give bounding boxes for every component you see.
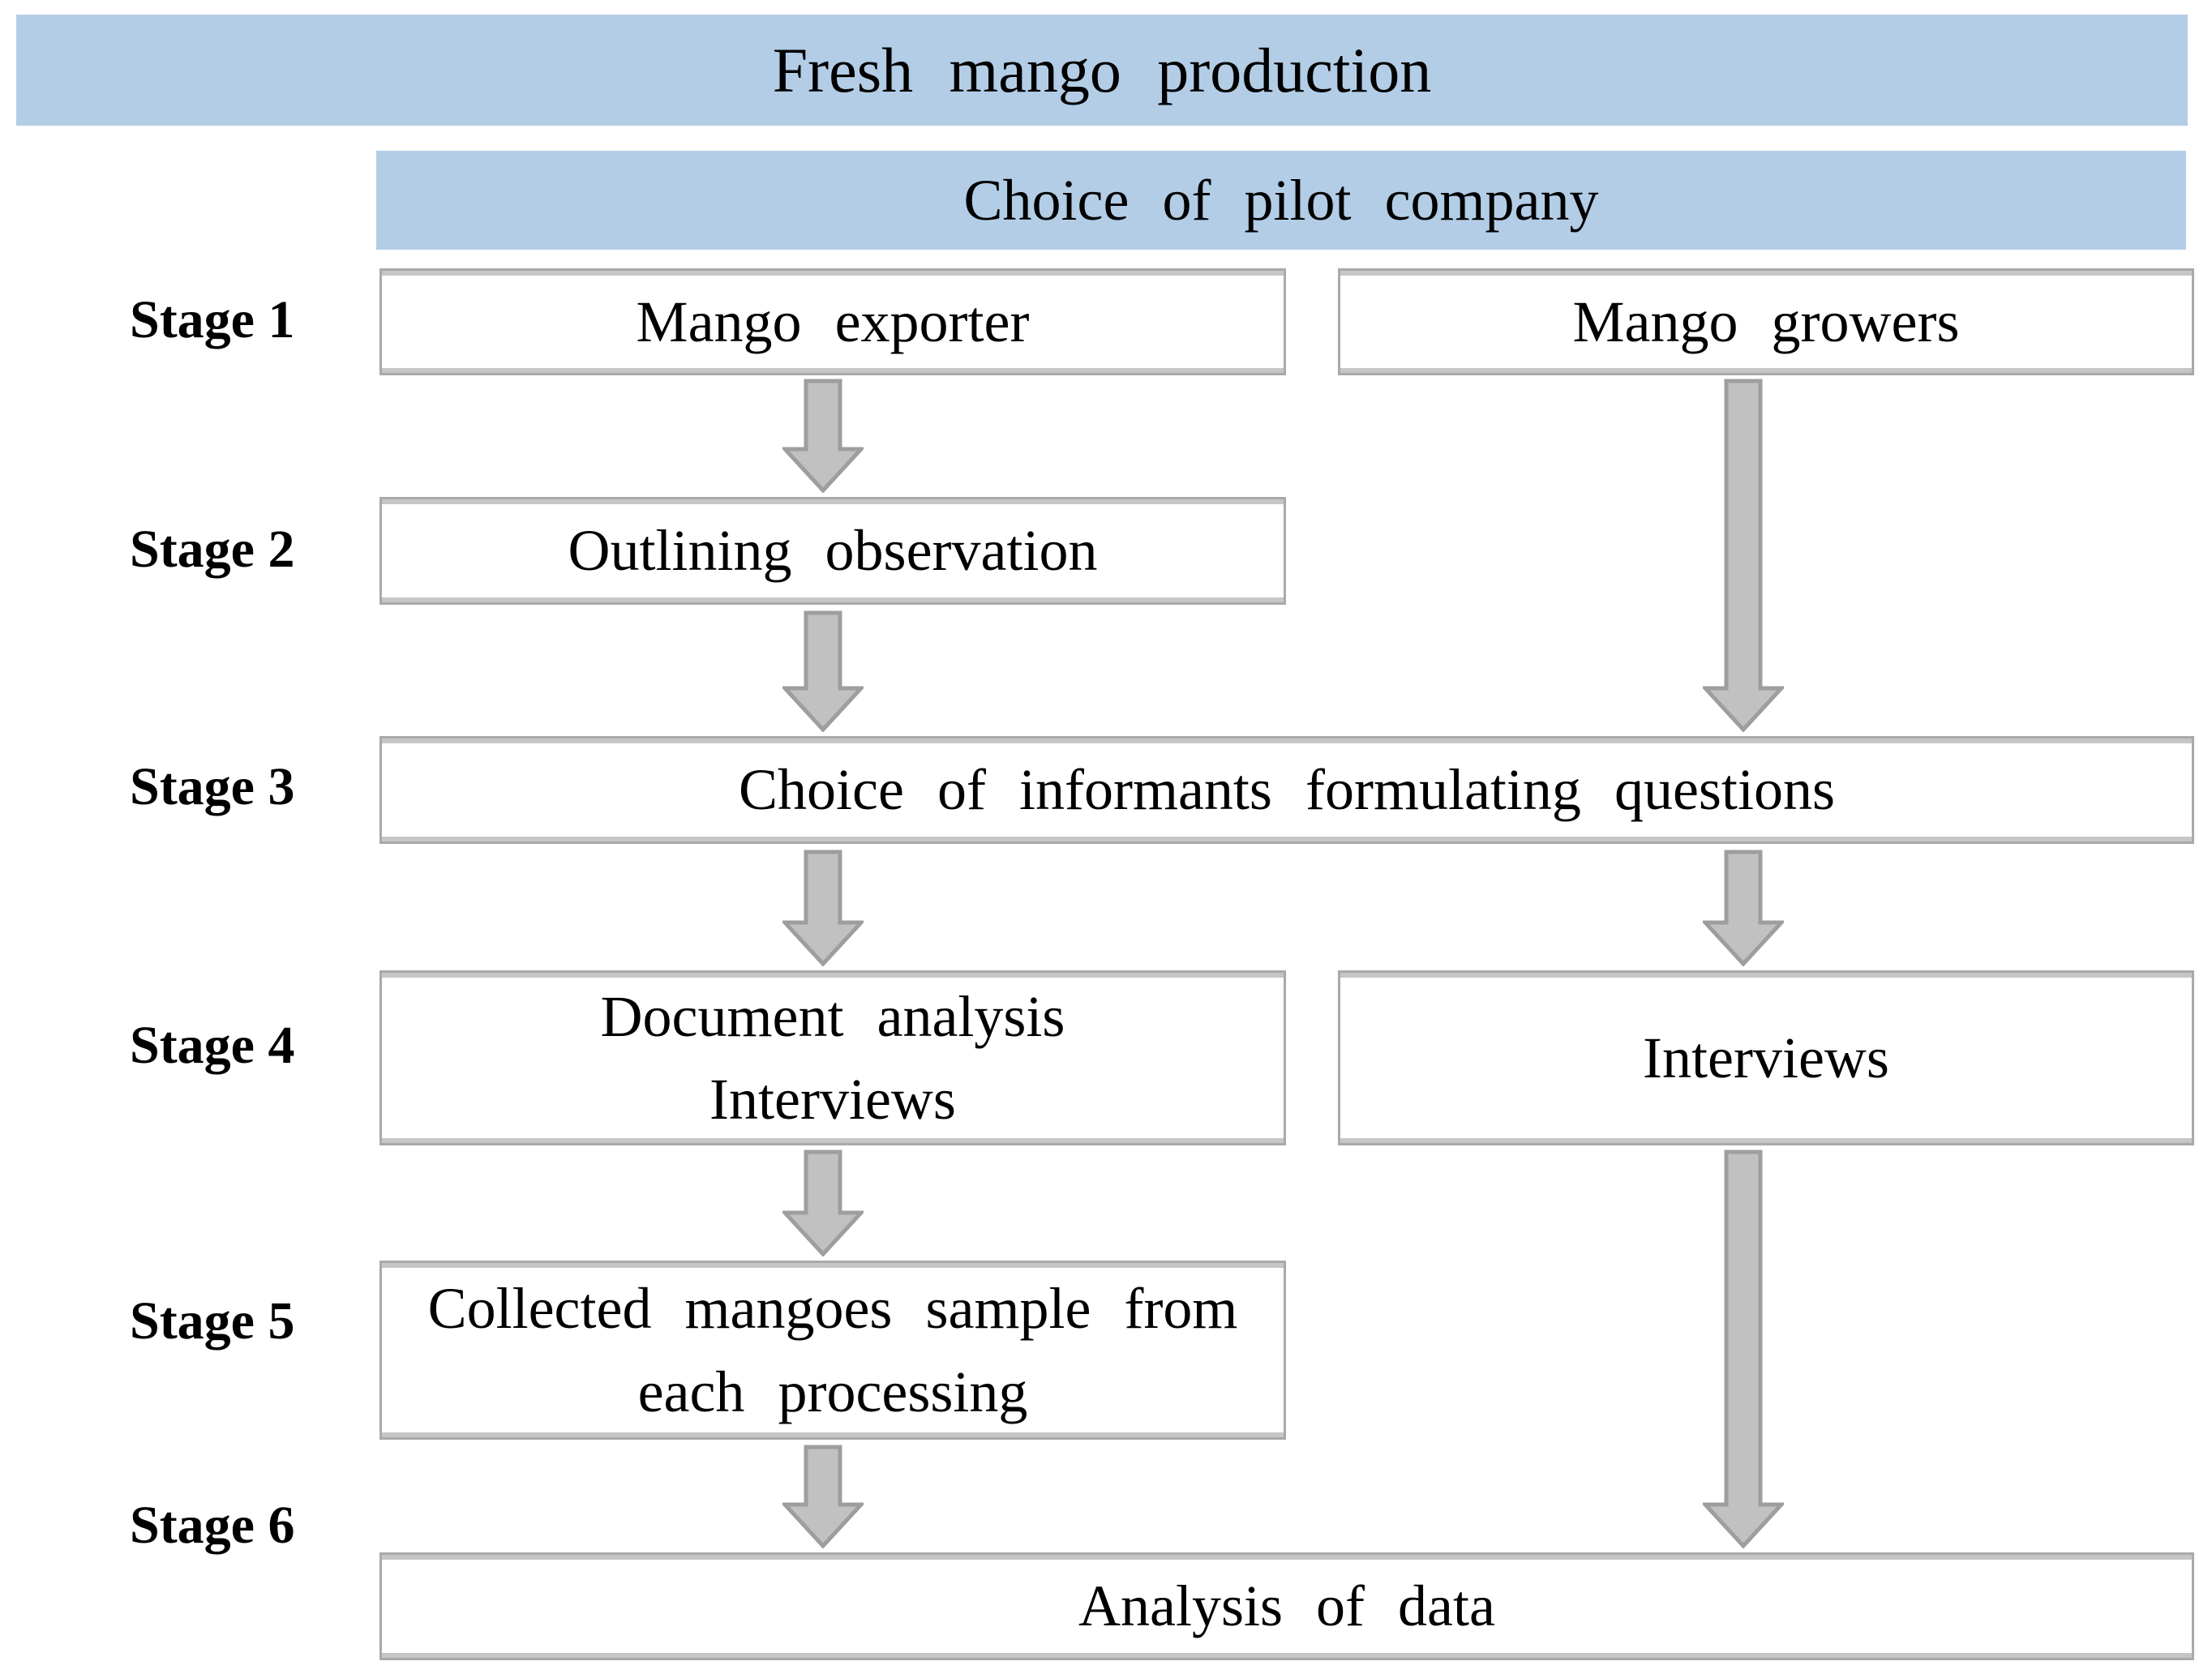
flow-box-mango-growers: Mango growers (1338, 268, 2194, 375)
pilot-company-banner: Choice of pilot company (376, 151, 2186, 250)
figure-title: Fresh mango production (772, 34, 1432, 105)
flow-box-label-line1: Document analysis (600, 983, 1065, 1049)
flow-box-label: Outlining observation (568, 518, 1098, 584)
stage-label-5: Stage 5 (130, 1291, 295, 1351)
flow-box-label-line1: Collected mangoes sample from (427, 1276, 1238, 1342)
stage-label-4: Stage 4 (130, 1016, 295, 1075)
down-arrow-documents-to-collected (782, 1150, 864, 1257)
flow-box-document-analysis: Document analysis Interviews (379, 970, 1286, 1145)
flow-box-label: Mango exporter (636, 289, 1030, 354)
flow-box-label-line2: Interviews (709, 1067, 956, 1132)
flow-box-analysis-of-data: Analysis of data (379, 1552, 2194, 1660)
down-arrow-growers-to-informants (1703, 379, 1784, 732)
flow-box-label: Mango growers (1572, 289, 1960, 354)
flow-box-interviews: Interviews (1338, 970, 2194, 1145)
down-arrow-interviews-to-analysis (1703, 1150, 1784, 1548)
down-arrow-exporter-to-outlining (782, 379, 864, 493)
stage-label-3: Stage 3 (130, 757, 295, 816)
flow-box-label: Choice of informants formulating questio… (739, 757, 1835, 823)
figure-subtitle: Choice of pilot company (963, 167, 1599, 233)
down-arrow-informants-to-interviews (1703, 850, 1784, 966)
down-arrow-outlining-to-informants (782, 610, 864, 732)
flow-box-label: Analysis of data (1078, 1573, 1495, 1639)
flow-box-collected-sample: Collected mangoes sample from each proce… (379, 1261, 1286, 1440)
down-arrow-collected-to-analysis (782, 1445, 864, 1548)
flow-box-choice-of-informants: Choice of informants formulating questio… (379, 736, 2194, 844)
flow-box-label: Interviews (1643, 1025, 1889, 1090)
flow-box-outlining-observation: Outlining observation (379, 497, 1286, 605)
stage-label-1: Stage 1 (130, 290, 295, 349)
flow-box-mango-exporter: Mango exporter (379, 268, 1286, 375)
stage-label-2: Stage 2 (130, 520, 295, 579)
down-arrow-informants-to-documents (782, 850, 864, 966)
stage-label-6: Stage 6 (130, 1496, 295, 1555)
flow-box-label-line2: each processing (637, 1359, 1028, 1424)
title-banner: Fresh mango production (16, 15, 2188, 126)
